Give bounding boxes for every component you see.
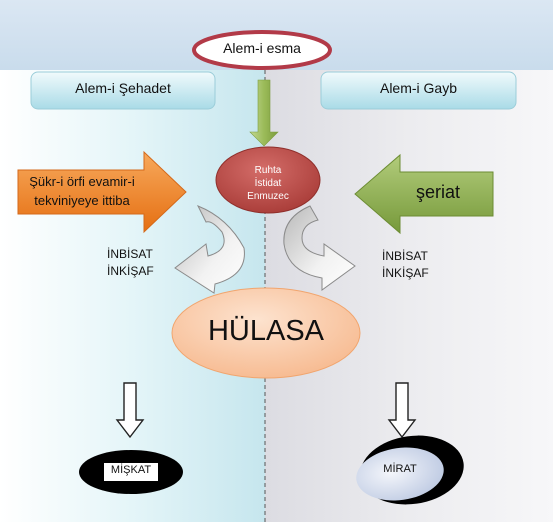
center-line-3: Enmuzec [247, 191, 289, 202]
green-down-arrow [249, 79, 279, 147]
alem-i-esma-ellipse [192, 30, 332, 70]
left-arrow-text: Şükr-i örfi evamir-i tekviniyeye ittiba [18, 172, 146, 210]
hulasa-ellipse [171, 287, 361, 379]
right-green-arrow [354, 153, 494, 235]
left-curved-arrow [174, 205, 245, 294]
right-header-box [320, 71, 517, 110]
mirat-ellipse [356, 447, 444, 501]
left-header-box [30, 71, 216, 110]
miskat-label-box [104, 463, 158, 481]
center-node-text: Ruhta İstidat Enmuzec [228, 164, 308, 203]
left-inkisaf: İNKİŞAF [107, 264, 154, 278]
left-orange-arrow [17, 150, 187, 234]
left-arrow-line-1: Şükr-i örfi evamir-i [29, 174, 135, 189]
miskat-label: MİŞKAT [110, 464, 152, 476]
right-inkisaf: İNKİŞAF [382, 266, 429, 280]
right-curve-text: İNBİSAT İNKİŞAF [382, 248, 429, 282]
center-node [215, 146, 321, 214]
left-inbisat: İNBİSAT [107, 247, 153, 261]
left-arrow-line-2: tekviniyeye ittiba [34, 193, 130, 208]
right-down-arrow [387, 382, 417, 439]
right-curved-arrow [283, 205, 356, 291]
center-line-2: İstidat [254, 178, 282, 189]
left-curve-text: İNBİSAT İNKİŞAF [107, 246, 154, 280]
center-line-1: Ruhta [254, 165, 282, 176]
alem-i-sehadet-label: Alem-i Şehadet [75, 80, 171, 96]
left-down-arrow [115, 382, 145, 439]
hulasa-label: HÜLASA [207, 315, 325, 347]
alem-i-gayb-label: Alem-i Gayb [379, 80, 458, 96]
mirat-label: MİRAT [383, 463, 417, 475]
seriat-label: şeriat [415, 182, 460, 202]
alem-i-esma-label: Alem-i esma [223, 40, 301, 56]
right-inbisat: İNBİSAT [382, 249, 428, 263]
